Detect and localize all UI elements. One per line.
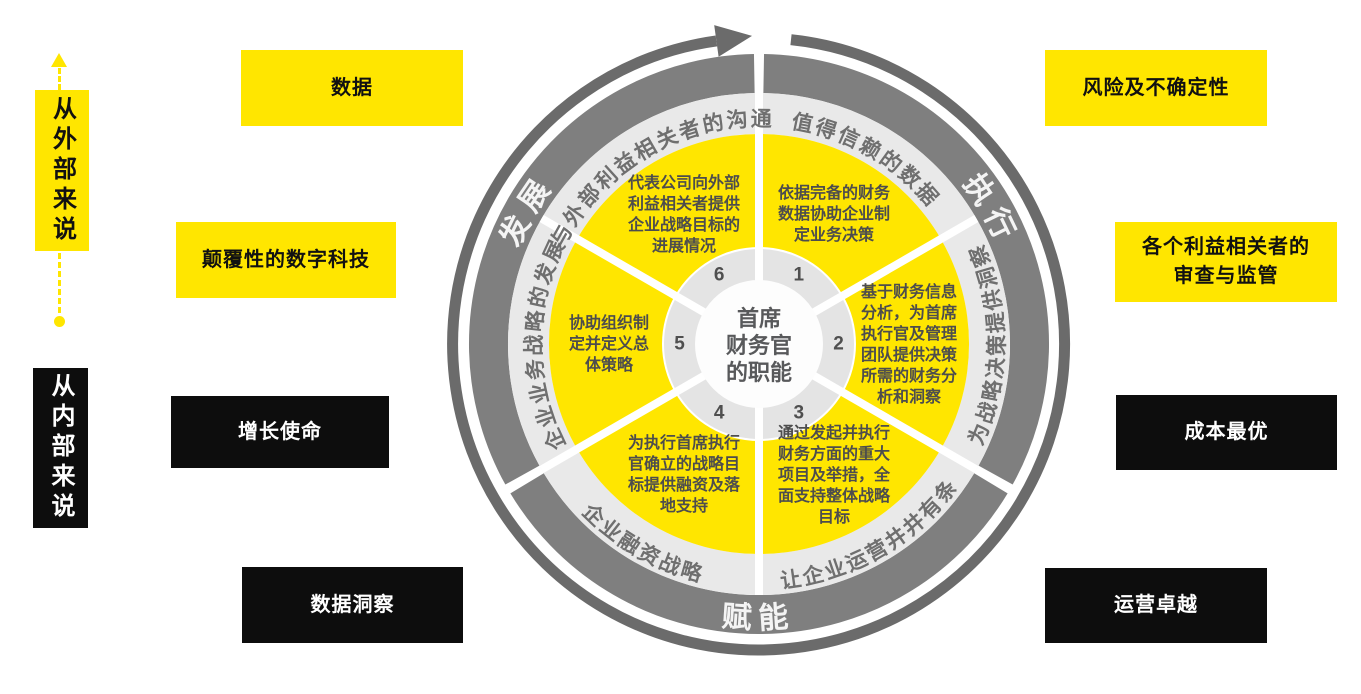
segment-number-2: 2 xyxy=(833,334,844,355)
external-factor-label: 颠覆性的数字科技 xyxy=(202,248,370,271)
svg-text:赋能: 赋能 xyxy=(721,600,798,635)
phase-arc-enable xyxy=(510,473,1008,634)
segment-description-1: 依据完备的财务 数据协助企业制 定业务决策 xyxy=(777,184,890,244)
up-arrow-icon xyxy=(51,53,67,67)
internal-factor-box-operations: 运营卓越 xyxy=(1045,568,1267,643)
internal-perspective-text: 从内部来说 xyxy=(47,373,74,523)
segment-number-3: 3 xyxy=(794,402,805,423)
internal-factor-label: 增长使命 xyxy=(238,420,322,443)
segment-wedge-1 xyxy=(759,134,941,296)
segment-number-1: 1 xyxy=(794,265,805,286)
cfo-wheel-diagram: 首席 财务官 的职能 1 2 3 4 5 6 依据完备的财务 数据协助企业制 定… xyxy=(447,25,1071,656)
external-factor-box-stakeholders: 各个利益相关者的 审查与监管 xyxy=(1115,222,1337,302)
segment-description-5: 协助组织制 定并定义总 体策略 xyxy=(568,314,649,374)
segment-number-4: 4 xyxy=(714,402,725,423)
segment-number-5: 5 xyxy=(674,334,685,355)
segment-separators xyxy=(539,93,979,595)
dashed-line-bottom xyxy=(58,253,61,313)
dot-icon xyxy=(54,316,65,327)
external-factor-label: 各个利益相关者的 审查与监管 xyxy=(1142,236,1310,287)
external-factor-box-risk: 风险及不确定性 xyxy=(1045,50,1267,126)
segment-wedge-4 xyxy=(577,392,759,554)
segment-description-4: 为执行首席执行 官确立的战略目 标提供融资及落 地支持 xyxy=(627,435,740,515)
segment-description-2: 基于财务信息 分析，为首席 执行官及管理 团队提供决策 所需的财务分 析和洞察 xyxy=(860,284,957,406)
segment-wedge-3 xyxy=(759,392,941,554)
external-factor-label: 数据 xyxy=(331,76,373,99)
segment-wedge-2 xyxy=(843,239,970,449)
clockwise-arrow-arc xyxy=(447,34,1071,656)
segment-description-6: 代表公司向外部 利益相关者提供 企业战略目标的 进展情况 xyxy=(627,175,740,255)
wheel-center-label: 首席 财务官 的职能 xyxy=(725,305,792,385)
external-factor-box-digital: 颠覆性的数字科技 xyxy=(176,222,396,298)
segment-description-3: 通过发起并执行 财务方面的重大 项目及举措，全 面支持整体战略 目标 xyxy=(777,424,890,526)
internal-factor-box-cost: 成本最优 xyxy=(1116,395,1337,470)
internal-factor-box-growth: 增长使命 xyxy=(171,396,389,468)
segment-wedge-5 xyxy=(548,239,675,449)
external-perspective-label: 从外部来说 xyxy=(35,90,89,251)
segment-number-6: 6 xyxy=(714,265,725,286)
internal-factor-box-insight: 数据洞察 xyxy=(242,567,463,643)
phase-arc-execute xyxy=(763,54,1050,485)
external-perspective-text: 从外部来说 xyxy=(48,95,76,246)
external-factor-box-data: 数据 xyxy=(241,50,463,126)
internal-perspective-label: 从内部来说 xyxy=(33,368,88,528)
wheel-center-circle xyxy=(695,280,823,408)
internal-factor-label: 运营卓越 xyxy=(1114,594,1198,616)
arrowhead-icon xyxy=(714,25,752,57)
segment-wedge-6 xyxy=(577,134,759,296)
dashed-line-top xyxy=(58,68,61,90)
external-factor-label: 风险及不确定性 xyxy=(1082,76,1230,99)
internal-factor-label: 成本最优 xyxy=(1184,421,1269,443)
phase-label-enable: 赋能 xyxy=(721,600,790,635)
phase-arc-develop xyxy=(468,54,755,485)
internal-factor-label: 数据洞察 xyxy=(310,593,395,616)
